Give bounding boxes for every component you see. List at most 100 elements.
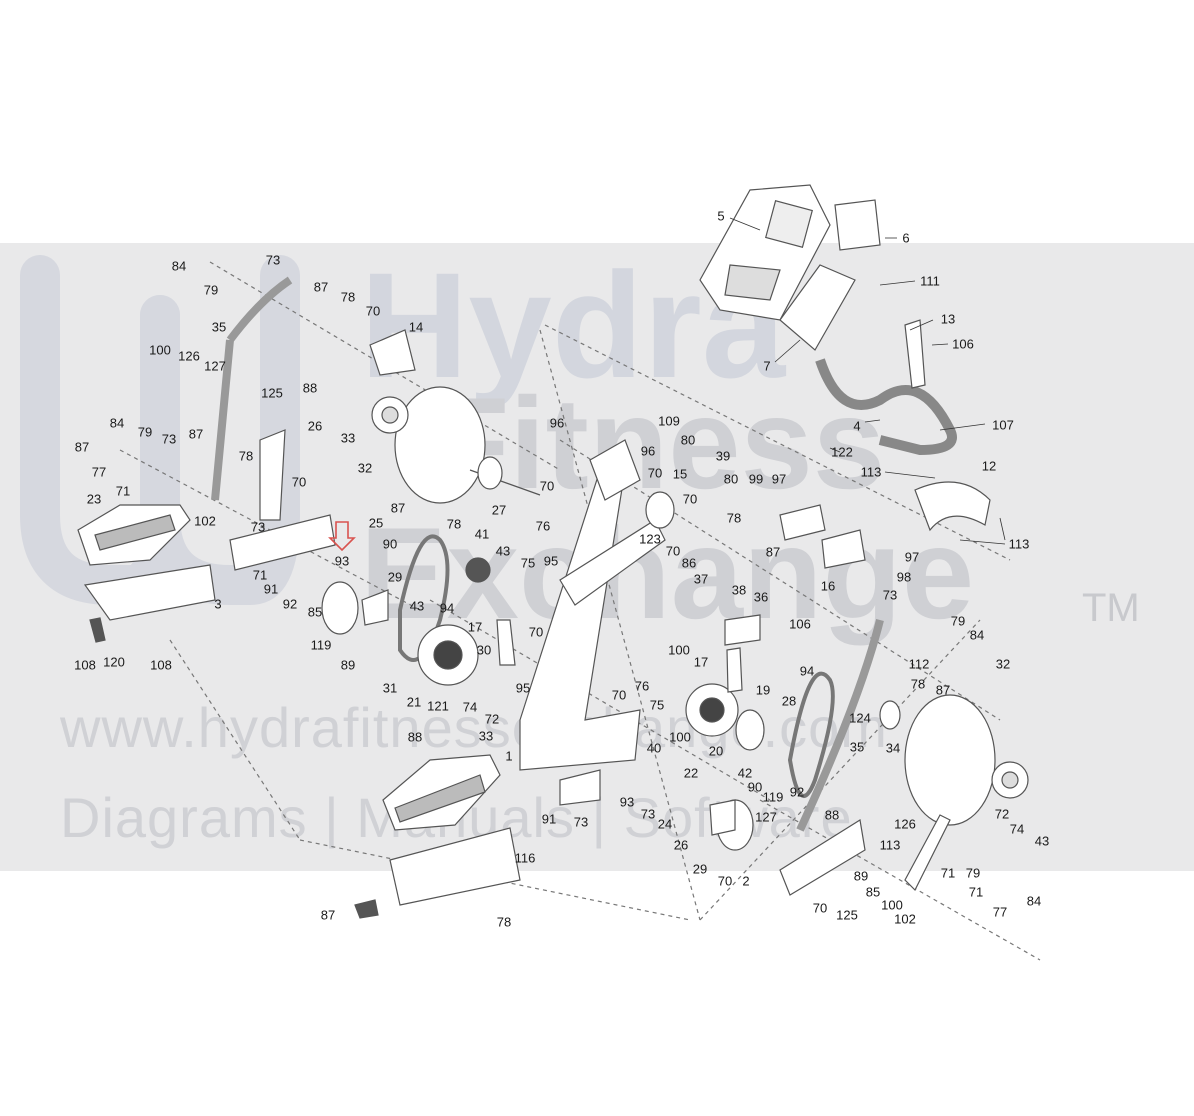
part-callout-122: 122 bbox=[831, 444, 853, 460]
rear-shroud bbox=[914, 481, 991, 532]
console-screen bbox=[764, 199, 814, 249]
part-callout-116: 116 bbox=[514, 850, 536, 866]
part-callout-96: 96 bbox=[549, 415, 565, 431]
part-callout-20: 20 bbox=[708, 743, 724, 759]
part-callout-92: 92 bbox=[282, 596, 298, 612]
part-callout-28: 28 bbox=[781, 693, 797, 709]
part-callout-97: 97 bbox=[771, 471, 787, 487]
part-callout-73: 73 bbox=[161, 431, 177, 447]
console-cover bbox=[779, 264, 856, 351]
part-callout-71: 71 bbox=[115, 483, 131, 499]
part-callout-43: 43 bbox=[1034, 833, 1050, 849]
part-callout-113: 113 bbox=[879, 837, 901, 853]
part-callout-100: 100 bbox=[149, 342, 171, 358]
left-drive-belt bbox=[398, 534, 450, 662]
part-callout-87: 87 bbox=[390, 500, 406, 516]
part-callout-72: 72 bbox=[994, 806, 1010, 822]
right-pedal-base bbox=[389, 827, 521, 906]
part-callout-75: 75 bbox=[520, 555, 536, 571]
part-callout-70: 70 bbox=[528, 624, 544, 640]
part-callout-108: 108 bbox=[150, 657, 172, 673]
part-callout-74: 74 bbox=[1009, 821, 1025, 837]
part-callout-87: 87 bbox=[74, 439, 90, 455]
part-callout-87: 87 bbox=[320, 907, 336, 923]
part-callout-39: 39 bbox=[715, 448, 731, 464]
part-callout-96: 96 bbox=[640, 443, 656, 459]
part-callout-30: 30 bbox=[476, 642, 492, 658]
part-callout-22: 22 bbox=[683, 765, 699, 781]
part-callout-88: 88 bbox=[302, 380, 318, 396]
part-callout-24: 24 bbox=[657, 816, 673, 832]
part-callout-78: 78 bbox=[238, 448, 254, 464]
part-callout-73: 73 bbox=[640, 806, 656, 822]
part-callout-74: 74 bbox=[462, 699, 478, 715]
part-callout-87: 87 bbox=[765, 544, 781, 560]
left-pedal-arm bbox=[229, 514, 336, 571]
part-callout-79: 79 bbox=[137, 424, 153, 440]
part-callout-25: 25 bbox=[368, 515, 384, 531]
part-callout-121: 121 bbox=[427, 698, 449, 714]
part-callout-84: 84 bbox=[1026, 893, 1042, 909]
part-callout-107: 107 bbox=[992, 417, 1014, 433]
part-callout-75: 75 bbox=[649, 697, 665, 713]
part-callout-95: 95 bbox=[543, 553, 559, 569]
part-callout-88: 88 bbox=[407, 729, 423, 745]
part-callout-87: 87 bbox=[313, 279, 329, 295]
part-callout-23: 23 bbox=[86, 491, 102, 507]
part-callout-109: 109 bbox=[658, 413, 680, 429]
part-callout-86: 86 bbox=[681, 555, 697, 571]
part-callout-120: 120 bbox=[103, 654, 125, 670]
part-callout-34: 34 bbox=[885, 740, 901, 756]
part-callout-79: 79 bbox=[965, 865, 981, 881]
part-callout-124: 124 bbox=[849, 710, 871, 726]
watermark-brand-line3: Exchange bbox=[360, 500, 975, 646]
part-callout-21: 21 bbox=[406, 694, 422, 710]
part-callout-43: 43 bbox=[409, 598, 425, 614]
part-callout-113: 113 bbox=[1008, 536, 1030, 552]
part-callout-6: 6 bbox=[902, 230, 910, 246]
part-callout-113: 113 bbox=[860, 464, 882, 480]
part-callout-7: 7 bbox=[763, 358, 771, 374]
part-callout-95: 95 bbox=[515, 680, 531, 696]
part-callout-84: 84 bbox=[969, 627, 985, 643]
part-callout-92: 92 bbox=[789, 784, 805, 800]
part-callout-70: 70 bbox=[539, 478, 555, 494]
part-callout-71: 71 bbox=[968, 884, 984, 900]
part-callout-85: 85 bbox=[307, 604, 323, 620]
part-callout-126: 126 bbox=[894, 816, 916, 832]
part-callout-112: 112 bbox=[908, 656, 930, 672]
part-callout-17: 17 bbox=[467, 619, 483, 635]
part-callout-100: 100 bbox=[669, 729, 691, 745]
part-callout-79: 79 bbox=[203, 282, 219, 298]
part-callout-43: 43 bbox=[495, 543, 511, 559]
part-callout-31: 31 bbox=[382, 680, 398, 696]
part-callout-85: 85 bbox=[865, 884, 881, 900]
part-callout-123: 123 bbox=[639, 531, 661, 547]
part-callout-17: 17 bbox=[693, 654, 709, 670]
part-callout-2: 2 bbox=[742, 873, 750, 889]
part-callout-37: 37 bbox=[693, 571, 709, 587]
part-callout-35: 35 bbox=[849, 739, 865, 755]
part-callout-33: 33 bbox=[340, 430, 356, 446]
part-callout-32: 32 bbox=[995, 656, 1011, 672]
part-callout-70: 70 bbox=[812, 900, 828, 916]
part-callout-125: 125 bbox=[261, 385, 283, 401]
part-callout-73: 73 bbox=[250, 519, 266, 535]
part-callout-119: 119 bbox=[762, 789, 784, 805]
left-flywheel bbox=[394, 386, 486, 504]
part-callout-100: 100 bbox=[668, 642, 690, 658]
part-callout-41: 41 bbox=[474, 526, 490, 542]
part-callout-12: 12 bbox=[981, 458, 997, 474]
part-callout-27: 27 bbox=[491, 502, 507, 518]
watermark-brand-line2: Fitness bbox=[430, 370, 886, 516]
part-callout-77: 77 bbox=[91, 464, 107, 480]
part-callout-93: 93 bbox=[619, 794, 635, 810]
handlebar bbox=[815, 358, 957, 456]
part-callout-3: 3 bbox=[214, 596, 222, 612]
part-callout-125: 125 bbox=[836, 907, 858, 923]
part-callout-70: 70 bbox=[647, 465, 663, 481]
part-callout-73: 73 bbox=[882, 587, 898, 603]
left-upright-arm bbox=[211, 276, 293, 501]
